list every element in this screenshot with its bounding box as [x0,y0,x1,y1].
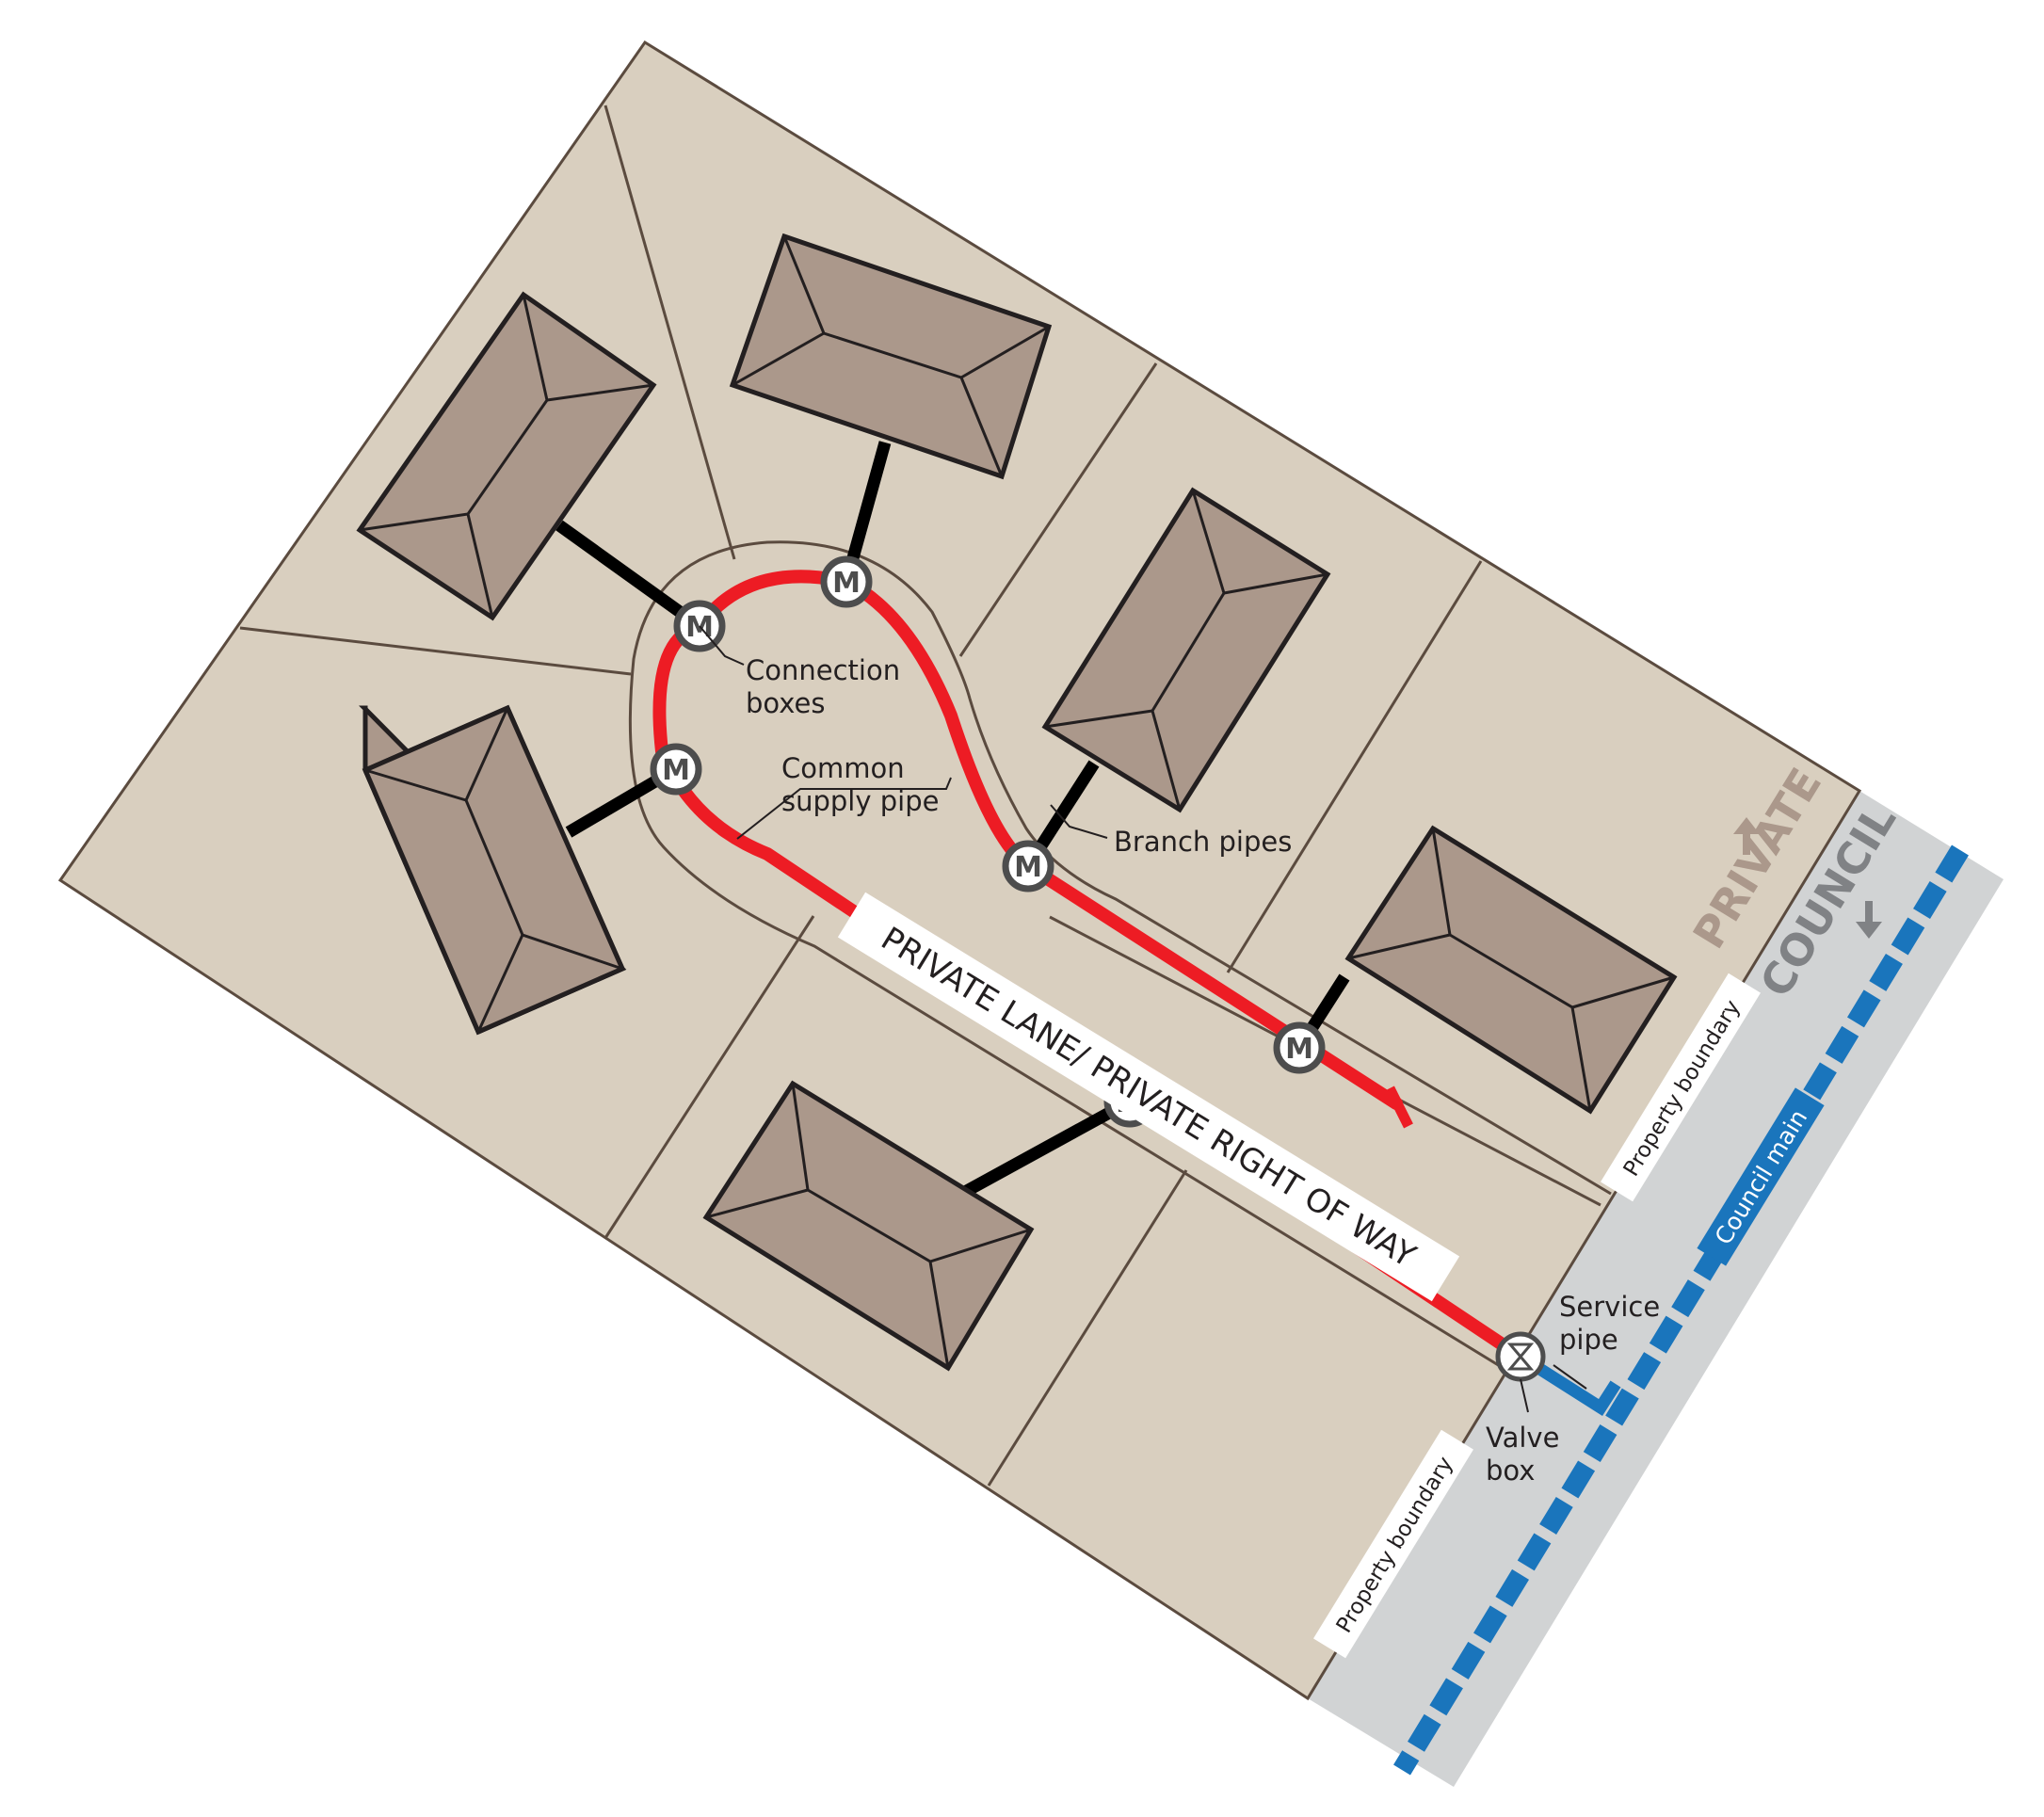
house-5 [1344,825,1678,1115]
supply-pipe-end-cap [1385,1085,1413,1129]
valve-box-label: Valve box [1486,1422,1569,1487]
house-6 [702,1080,1035,1372]
connection-boxes-label: Connection boxes [746,654,909,719]
arrow-up-icon [1733,817,1760,855]
house-4 [359,704,627,1036]
private-lane [628,540,1612,1368]
service-pipe [1517,1351,1621,1416]
meter-icon: M [1273,1021,1326,1074]
valve-icon [1495,1331,1546,1382]
svg-text:M: M [1285,1033,1313,1066]
svg-text:M: M [1014,851,1042,884]
branch-pipes-label: Branch pipes [1114,826,1292,858]
council-strip [1308,791,2004,1787]
council-main-pipe [1393,844,1969,1776]
house-2 [729,233,1053,480]
lot-boundaries [239,105,1601,1487]
meter-icon: M [1002,840,1054,892]
meter-icon: M [820,555,873,608]
meter-icon: M [650,743,702,796]
callout-leaders [699,625,1587,1413]
house-1 [356,291,657,621]
svg-text:M: M [832,567,861,600]
common-supply-pipe-label: Common supply pipe [781,752,939,817]
service-pipe-label: Service pipe [1559,1291,1668,1356]
house-3 [1041,487,1331,813]
arrow-down-icon [1856,901,1882,939]
svg-text:M: M [662,754,690,787]
